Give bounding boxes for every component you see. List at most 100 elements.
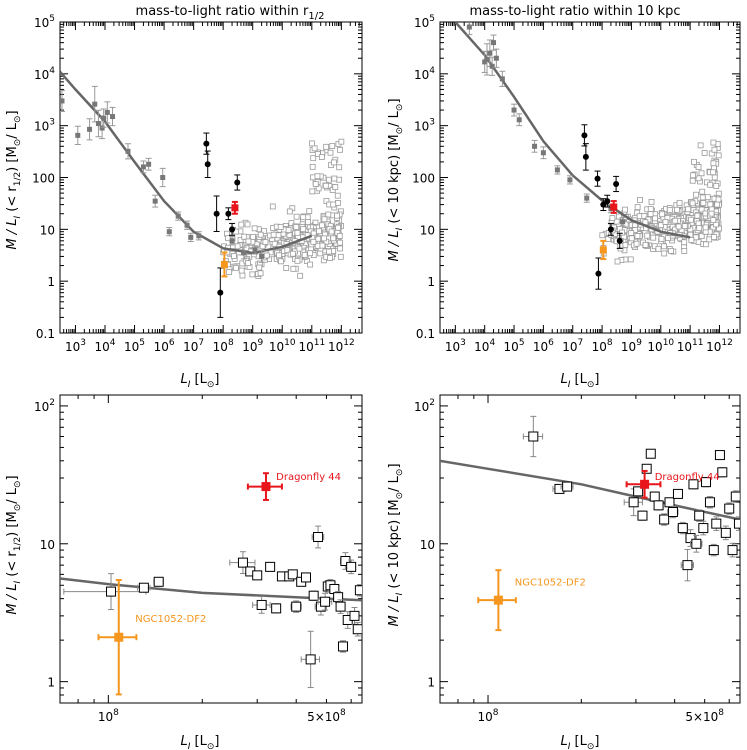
cloud-point <box>693 191 699 198</box>
galaxy-point <box>717 467 728 478</box>
x-tick-label: 1010 <box>269 338 296 354</box>
ylabel-top-left: M / LI (< r1/2) [M⊙/ L⊙] <box>5 110 23 249</box>
cloud-point <box>251 225 258 232</box>
y-tick-label: 100 <box>32 172 55 186</box>
cloud-point <box>699 188 706 195</box>
data-layer <box>440 415 740 632</box>
dwarf-point <box>482 59 488 65</box>
cloud-point <box>688 216 694 223</box>
cloud-point <box>334 212 340 219</box>
udg-point <box>204 161 211 168</box>
y-tick-label: 105 <box>34 14 55 30</box>
cloud-point <box>622 206 628 213</box>
x-tick-label: 106 <box>533 338 554 354</box>
udg-point <box>595 270 602 277</box>
galaxy-point <box>698 523 709 534</box>
cloud-point <box>249 271 256 278</box>
x-tick-label: 103 <box>445 338 466 354</box>
cloud-point <box>695 220 702 227</box>
udg-point <box>616 237 623 244</box>
galaxy-point <box>677 523 688 534</box>
cloud-point <box>708 210 715 217</box>
galaxy-point <box>265 561 276 572</box>
cloud-point <box>290 265 297 272</box>
galaxy-point <box>138 582 149 593</box>
cloud-point <box>317 250 324 257</box>
cloud-point <box>661 243 667 250</box>
cloud-point <box>672 217 679 224</box>
x-tick-label: 5×108 <box>307 708 346 724</box>
dwarf-point <box>499 76 505 82</box>
y-tick-label: 100 <box>412 172 435 186</box>
plot-frame <box>59 394 363 704</box>
cloud-point <box>300 214 307 221</box>
cloud-point <box>275 232 282 239</box>
cloud-point <box>714 201 721 208</box>
cloud-point <box>628 230 635 236</box>
cloud-point <box>716 225 722 232</box>
cloud-point <box>695 164 702 170</box>
cloud-point <box>690 172 696 179</box>
y-tick-label: 1 <box>47 676 55 690</box>
xlabel-bottom-left: LI [L⊙] <box>181 734 220 750</box>
cloud-point <box>312 181 319 187</box>
galaxy-point <box>653 500 664 511</box>
x-tick-label: 104 <box>94 338 115 354</box>
dwarf-point <box>620 219 626 225</box>
cloud-point <box>328 228 335 235</box>
cloud-point <box>614 258 621 265</box>
cloud-point <box>262 239 269 245</box>
dwarf-point <box>99 125 105 131</box>
cloud-point <box>294 257 301 264</box>
cloud-point <box>699 194 706 201</box>
ylabel-top-right: M / LI (< 10 kpc) [M⊙/ L⊙] <box>387 98 405 261</box>
cloud-point <box>665 235 671 242</box>
cloud-point <box>271 240 278 247</box>
galaxy-point <box>633 486 644 497</box>
xlabel-top-left: LI [L⊙] <box>181 372 220 390</box>
galaxy-point <box>291 601 302 612</box>
cloud-point <box>678 226 685 233</box>
cloud-point <box>283 265 290 271</box>
cloud-point <box>707 181 714 188</box>
cloud-point <box>277 224 284 230</box>
galaxy-point <box>252 570 263 581</box>
dragonfly44-point <box>610 203 618 211</box>
galaxy-point <box>301 572 312 583</box>
dwarf-point <box>104 109 110 115</box>
cloud-point <box>658 236 665 242</box>
y-tick-label: 10 <box>420 223 435 237</box>
y-tick-label: 10 <box>420 538 435 552</box>
y-tick-label: 10 <box>40 223 55 237</box>
x-tick-label: 1011 <box>298 338 325 354</box>
cloud-point <box>231 253 237 259</box>
dwarf-point <box>184 222 190 228</box>
dwarf-point <box>487 50 493 56</box>
cloud-point <box>330 201 337 208</box>
cloud-point <box>278 258 284 265</box>
cloud-point <box>301 252 308 258</box>
annotation-label: NGC1052-DF2 <box>515 577 586 588</box>
galaxy-point <box>271 603 282 614</box>
cloud-point <box>335 200 341 206</box>
dwarf-point <box>511 107 517 113</box>
y-tick-label: 102 <box>414 398 435 414</box>
cloud-point <box>647 211 654 217</box>
x-tick-label: 109 <box>242 338 263 354</box>
cloud-point <box>338 138 345 145</box>
dwarf-point <box>196 233 202 239</box>
cloud-point <box>331 175 338 182</box>
y-tick-label: 1 <box>427 676 435 690</box>
udg-point <box>581 132 588 139</box>
y-tick-label: 1 <box>47 275 55 289</box>
galaxy-point <box>287 569 298 580</box>
x-tick-label: 109 <box>621 338 642 354</box>
galaxy-point <box>733 518 740 529</box>
x-tick-label: 1012 <box>706 338 733 354</box>
galaxy-point <box>724 503 735 514</box>
galaxy-point <box>106 586 117 597</box>
cloud-point <box>700 200 707 206</box>
cloud-point <box>336 233 343 239</box>
cloud-point <box>687 231 694 238</box>
cloud-point <box>310 238 317 245</box>
